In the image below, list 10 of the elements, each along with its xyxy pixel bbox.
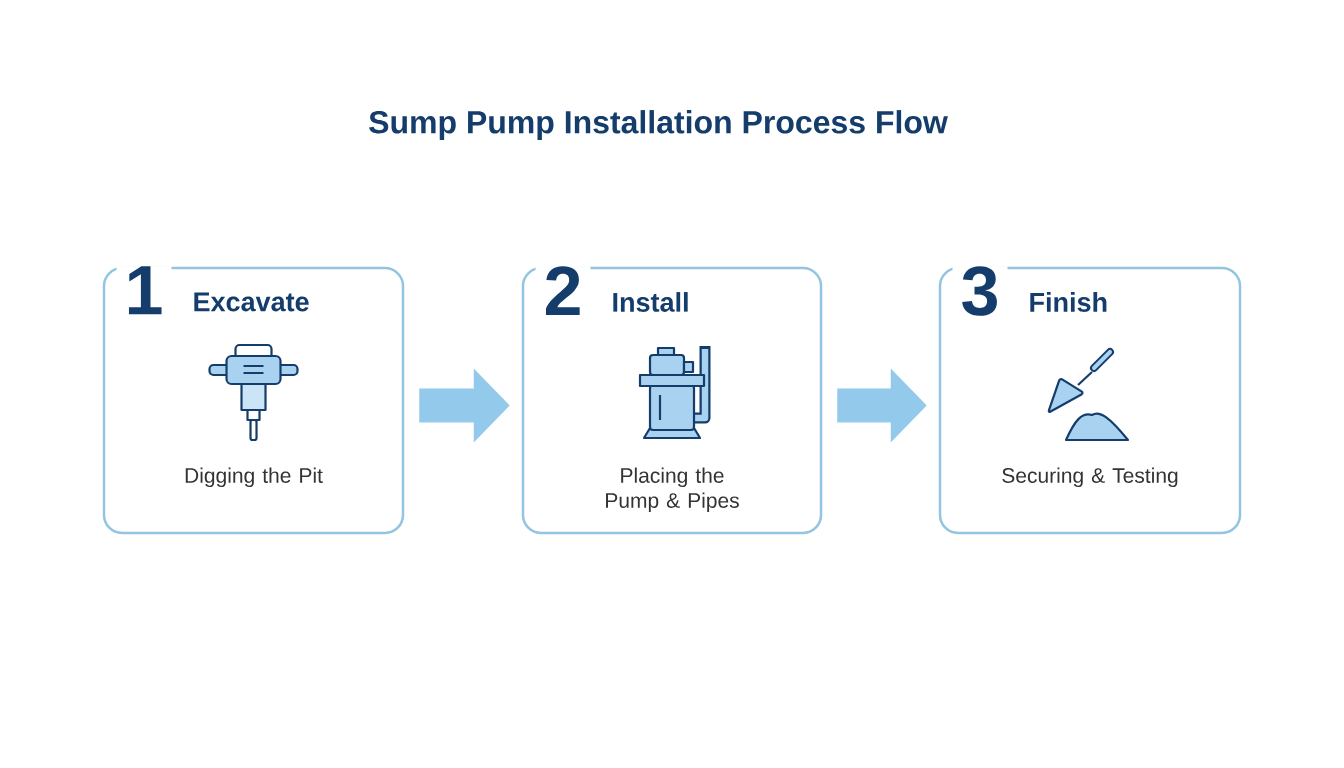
step-heading: Excavate	[194, 292, 309, 312]
step-heading: Finish	[1030, 292, 1107, 312]
step-description: Placing the Pump & Pipes	[606, 467, 739, 513]
step-heading: Install	[613, 292, 688, 312]
step-description: Securing & Testing	[1002, 467, 1178, 488]
step-number: 2	[535, 266, 591, 316]
step-description: Digging the Pit	[185, 467, 323, 488]
title: Sump Pump Installation Process Flow	[369, 110, 948, 140]
step-number: 3	[952, 266, 1008, 316]
step-number: 1	[116, 266, 172, 315]
